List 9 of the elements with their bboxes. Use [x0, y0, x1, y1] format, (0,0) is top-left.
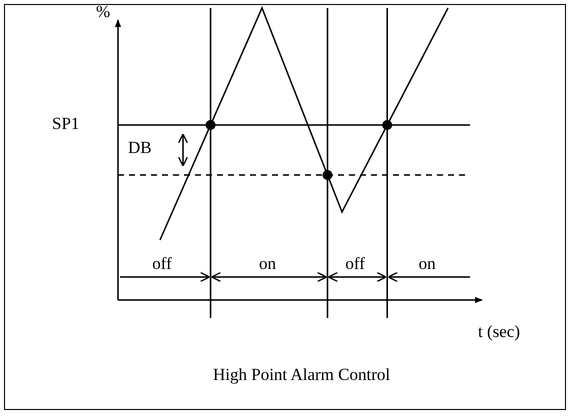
- caption: High Point Alarm Control: [213, 365, 390, 385]
- state-label: off: [345, 254, 365, 274]
- state-label: on: [418, 254, 436, 274]
- deadband-label: DB: [128, 138, 152, 158]
- state-label: off: [152, 254, 172, 274]
- setpoint-label: SP1: [52, 114, 80, 134]
- state-label: on: [259, 254, 276, 274]
- axis-label: %: [96, 2, 110, 22]
- axis-label: t (sec): [478, 322, 520, 342]
